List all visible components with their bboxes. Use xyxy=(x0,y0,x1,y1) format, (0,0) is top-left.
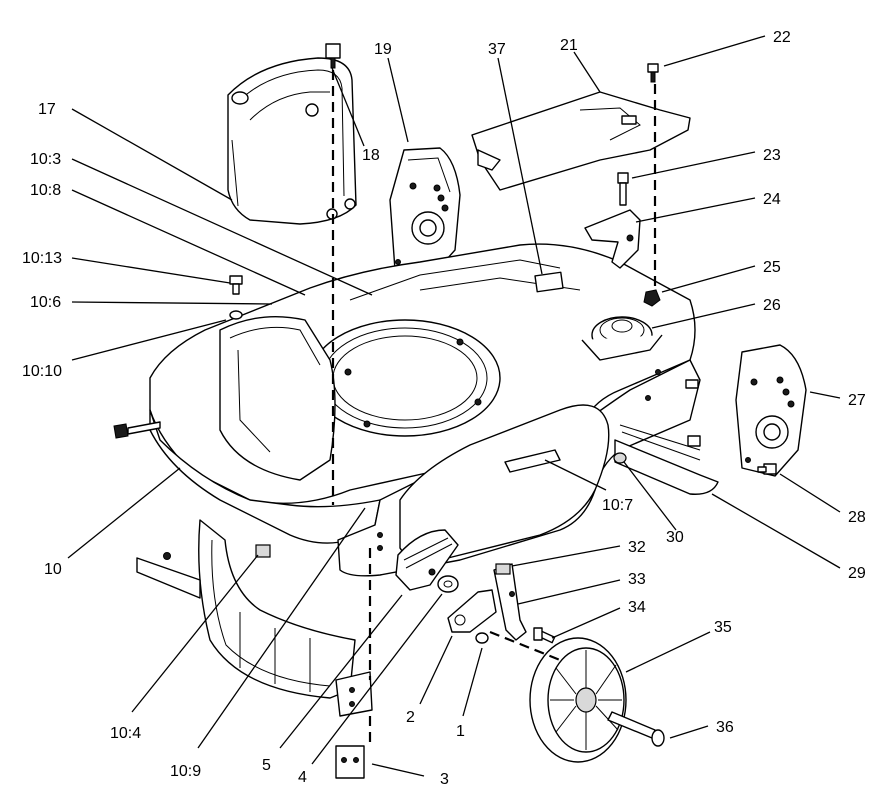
callout-19: 19 xyxy=(374,41,392,58)
callout-4: 4 xyxy=(298,769,307,786)
bolt-10-13-part xyxy=(229,275,243,295)
callout-10-8: 10:8 xyxy=(30,182,61,199)
nut-25-part xyxy=(643,289,661,307)
callout-29: 29 xyxy=(848,565,866,582)
callout-35: 35 xyxy=(714,619,732,636)
callout-10-3: 10:3 xyxy=(30,151,61,168)
callout-24: 24 xyxy=(763,191,781,208)
bolt-23-part xyxy=(617,172,629,206)
callout-10: 10 xyxy=(44,561,62,578)
callout-10-4: 10:4 xyxy=(110,725,141,742)
bolt-36-part xyxy=(607,711,665,747)
callout-22: 22 xyxy=(773,29,791,46)
callout-28: 28 xyxy=(848,509,866,526)
right-mounting-plate-part xyxy=(735,344,807,477)
assembly-lines xyxy=(331,70,657,744)
washer-4-part xyxy=(437,575,459,593)
top-cover-part xyxy=(471,91,691,191)
callout-10-13: 10:13 xyxy=(22,250,62,267)
leader-lines xyxy=(67,35,841,777)
callout-labels: 17 10:3 10:8 10:13 10:6 10:10 10 18 19 3… xyxy=(22,29,866,788)
callout-37: 37 xyxy=(488,41,506,58)
callout-33: 33 xyxy=(628,571,646,588)
callout-25: 25 xyxy=(763,259,781,276)
callout-30: 30 xyxy=(666,529,684,546)
callout-27: 27 xyxy=(848,392,866,409)
height-adjuster-5-part xyxy=(395,529,459,591)
callout-2: 2 xyxy=(406,709,415,726)
bolt-18-part xyxy=(325,43,341,69)
callout-36: 36 xyxy=(716,719,734,736)
washer-10-6-part xyxy=(229,310,243,320)
callout-18: 18 xyxy=(362,147,380,164)
callout-10-9: 10:7 xyxy=(602,497,633,514)
callout-5: 5 xyxy=(262,757,271,774)
spacer-3-part xyxy=(335,745,365,779)
callout-21: 21 xyxy=(560,37,578,54)
axle-bracket-29-part xyxy=(614,379,719,495)
mower-deck-part xyxy=(149,243,701,577)
bolt-10-10-part xyxy=(113,421,161,439)
callout-17: 17 xyxy=(38,101,56,118)
rear-guard-part xyxy=(136,519,356,699)
bracket-24-part xyxy=(584,209,641,269)
washer-1-part xyxy=(475,632,489,644)
bolt-34-part xyxy=(533,627,556,644)
bolt-28-part xyxy=(757,463,777,475)
callout-23: 23 xyxy=(763,147,781,164)
callout-34: 34 xyxy=(628,599,646,616)
callout-10-7: 10:9 xyxy=(170,763,201,780)
discharge-chute-part xyxy=(227,57,357,225)
callout-10-6: 10:6 xyxy=(30,294,61,311)
nut-30-part xyxy=(613,452,627,464)
clip-10-4-part xyxy=(255,544,271,558)
callout-26: 26 xyxy=(763,297,781,314)
callout-1: 1 xyxy=(456,723,465,740)
callout-10-10: 10:10 xyxy=(22,363,62,380)
pulley-26-part xyxy=(581,316,663,361)
wheel-35-part xyxy=(529,637,627,763)
rear-bracket-part xyxy=(335,671,373,717)
callout-3: 3 xyxy=(440,771,449,788)
callout-32: 32 xyxy=(628,539,646,556)
bracket-2-part xyxy=(447,589,497,633)
lever-32-part xyxy=(493,563,527,641)
bolt-22-part xyxy=(647,63,659,83)
